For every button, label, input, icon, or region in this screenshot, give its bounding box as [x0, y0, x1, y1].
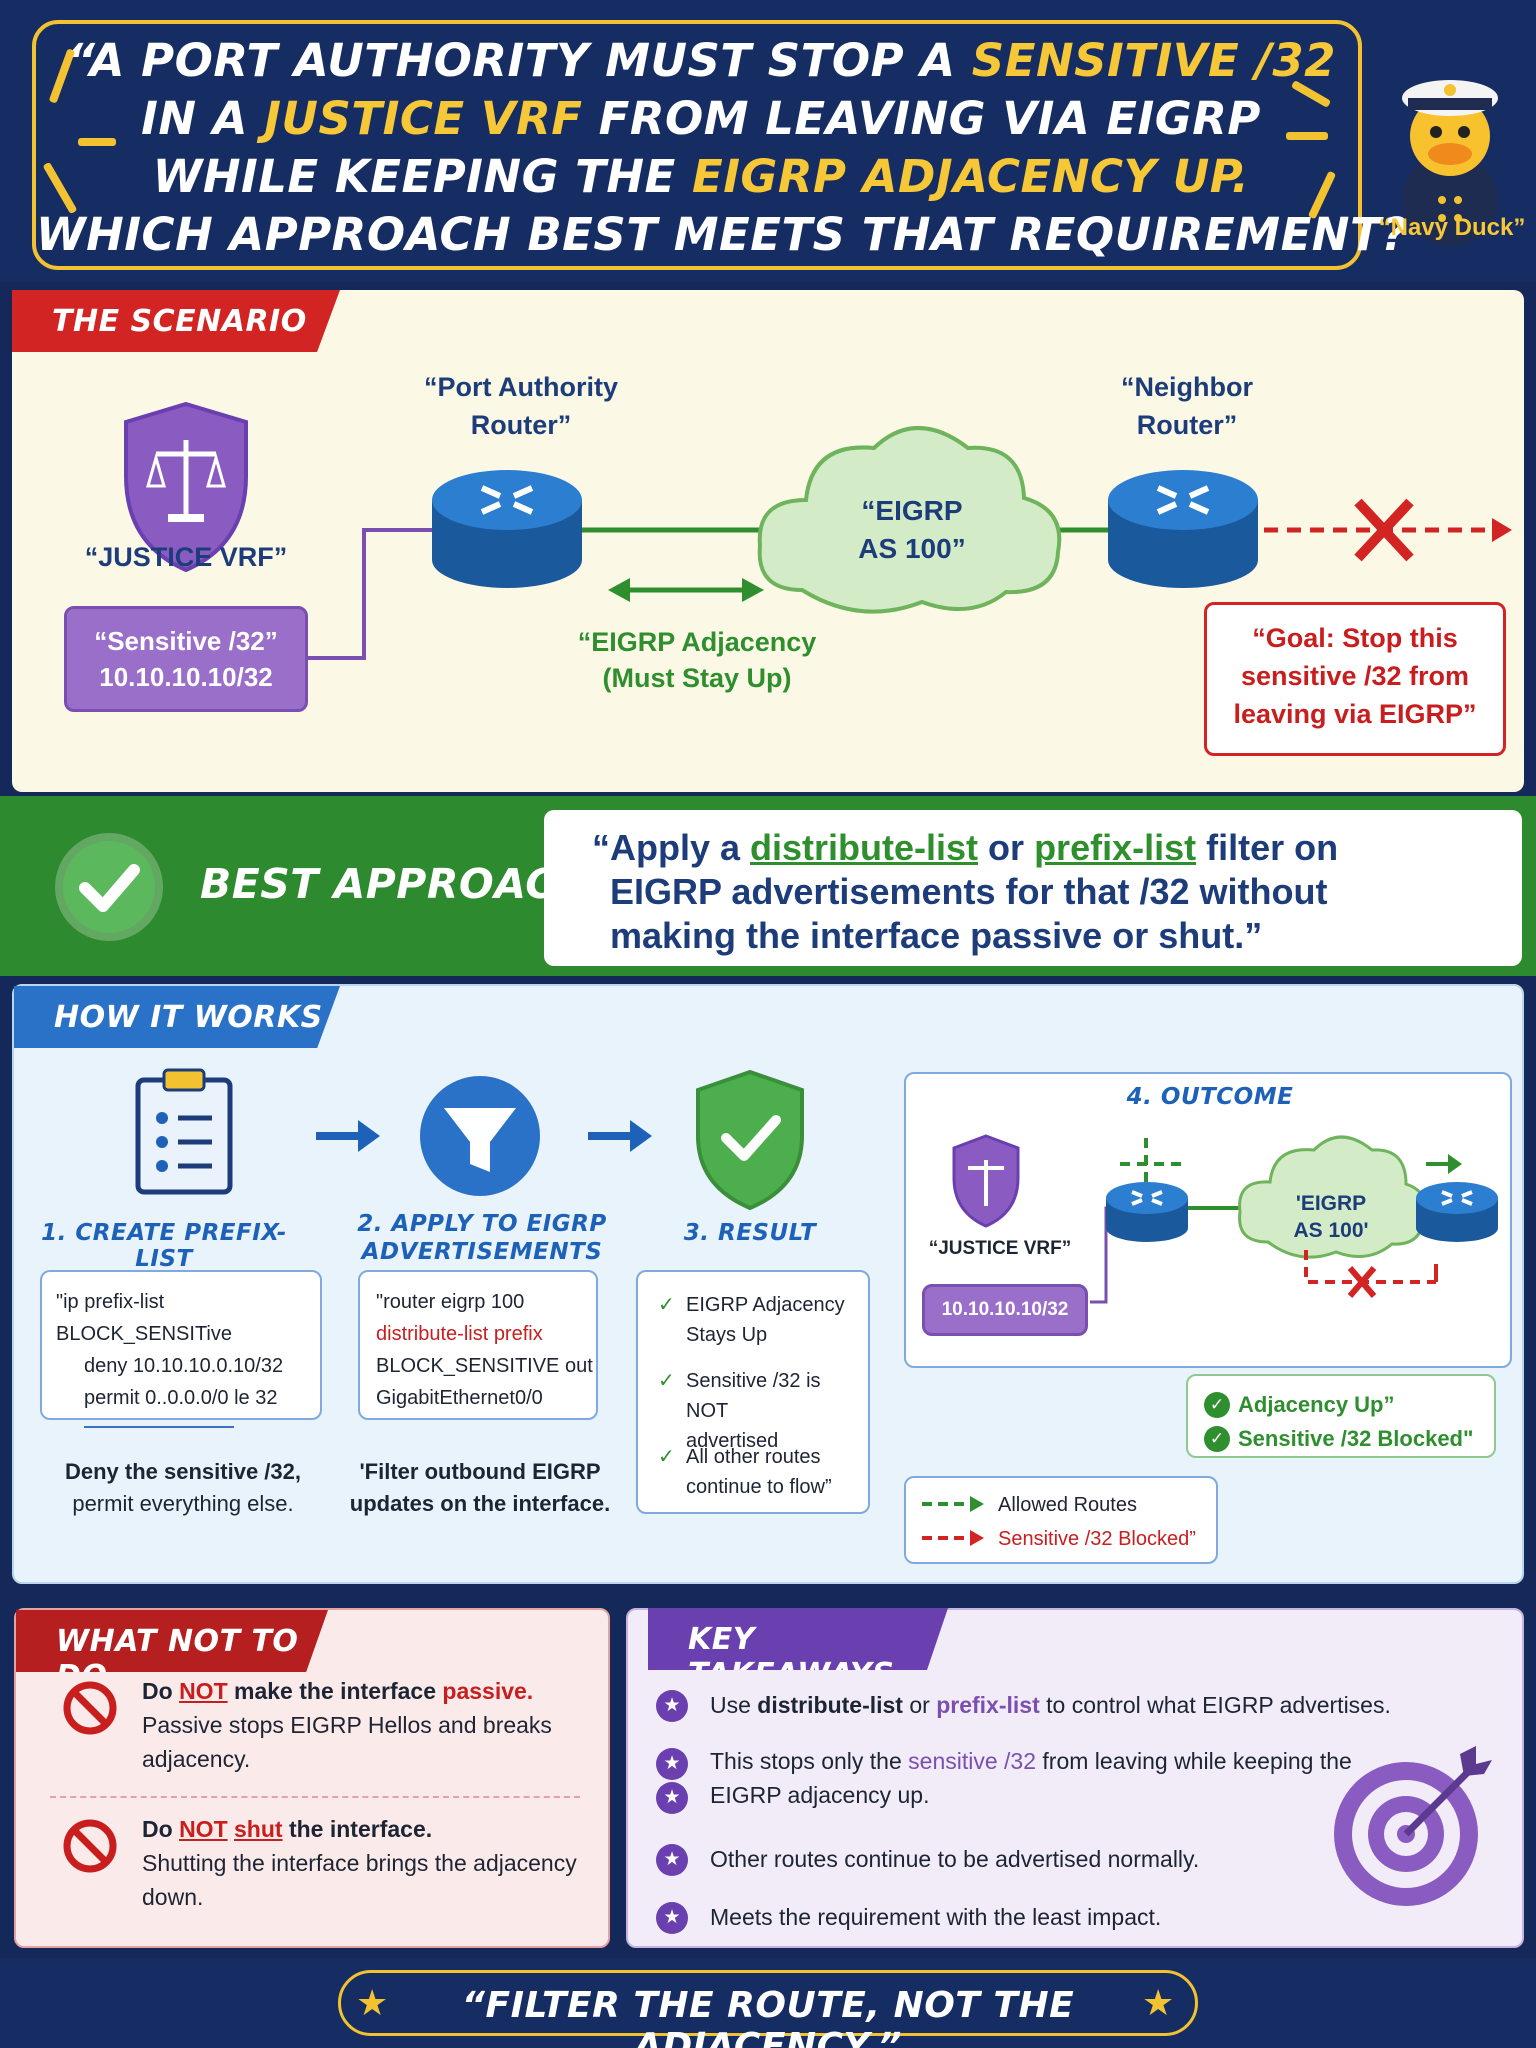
motto: “FILTER THE ROUTE, NOT THE ADJACENCY.” — [338, 1970, 1198, 2048]
step1-code-card: "ip prefix-list BLOCK_SENSITive deny 10.… — [40, 1270, 322, 1428]
step1-caption: Deny the sensitive /32, permit everythin… — [65, 1459, 301, 1516]
sensitive-route-box: “Sensitive /32” 10.10.10.10/32 — [64, 606, 308, 712]
neighbor-router-label: “Neighbor Router” — [1121, 372, 1253, 440]
clipboard-icon — [135, 1068, 233, 1195]
justice-shield-icon — [952, 1134, 1020, 1228]
router-icon — [1106, 1182, 1188, 1242]
eigrp-cloud-icon — [1238, 1135, 1427, 1259]
blocked-x-icon — [1347, 1266, 1377, 1298]
question-line-3: WHILE KEEPING THE EIGRP ADJACENCY UP. — [152, 150, 1250, 203]
what-not-to-do-panel: WHAT NOT TO DO Do NOT make the interface… — [14, 1608, 610, 1948]
step2-caption: 'Filter outbound EIGRP updates on the in… — [349, 1459, 611, 1516]
what-not-to-do-tab: WHAT NOT TO DO — [16, 1610, 328, 1672]
arrow-right-icon — [588, 1120, 652, 1152]
star-icon: ★ — [656, 1844, 688, 1876]
check-circle-icon: ✓ — [1204, 1392, 1230, 1418]
spark-icon — [1286, 132, 1328, 140]
legend-allowed-arrow-icon — [970, 1496, 984, 1512]
step1-title: 1. CREATE PREFIX-LIST — [41, 1220, 287, 1272]
neighbor-router-icon — [1108, 470, 1258, 588]
star-icon: ★ — [656, 1690, 688, 1722]
star-icon: ★ — [1142, 1982, 1175, 2023]
scenario-tab: THE SCENARIO — [12, 290, 340, 352]
status-sensitive-blocked: ✓Sensitive /32 Blocked" — [1204, 1422, 1494, 1456]
prohibited-icon — [63, 1819, 117, 1873]
legend: Allowed Routes Sensitive /32 Blocked” — [904, 1476, 1218, 1564]
best-approach-text: “Apply a distribute-list or prefix-list … — [544, 810, 1522, 966]
outcome-card: 4. OUTCOME — [904, 1072, 1512, 1368]
legend-blocked: Sensitive /32 Blocked” — [998, 1528, 1196, 1550]
not-shut-item: Do NOT shut the interface. Shutting the … — [142, 1816, 577, 1910]
how-it-works-tab: HOW IT WORKS — [14, 986, 340, 1048]
blocked-x-icon — [1354, 498, 1414, 562]
divider — [50, 1796, 580, 1798]
justice-vrf-label: “JUSTICE VRF” — [84, 542, 288, 572]
takeaway-3: Other routes continue to be advertised n… — [710, 1846, 1200, 1872]
outcome-title: 4. OUTCOME — [1126, 1084, 1294, 1110]
not-passive-item: Do NOT make the interface passive. Passi… — [142, 1678, 552, 1772]
legend-blocked-arrow-icon — [970, 1530, 984, 1546]
prefix-list-term: prefix-list — [1034, 827, 1197, 868]
key-takeaways-panel: KEY TAKEAWAYS ★ Use distribute-list or p… — [626, 1608, 1524, 1948]
takeaway-1: Use distribute-list or prefix-list to co… — [710, 1692, 1391, 1718]
status-adjacency-up: ✓Adjacency Up” — [1204, 1388, 1494, 1422]
navy-duck-mascot-icon — [1402, 80, 1498, 246]
spark-icon — [78, 138, 116, 146]
legend-allowed: Allowed Routes — [998, 1494, 1137, 1516]
filter-funnel-icon — [420, 1076, 540, 1196]
how-it-works-icons — [135, 1068, 804, 1211]
takeaway-2: This stops only the sensitive /32 from l… — [710, 1748, 1352, 1808]
step2-title: 2. APPLY TO EIGRP ADVERTISEMENTS — [357, 1211, 607, 1265]
port-authority-router-label: “Port Authority Router” — [424, 372, 618, 440]
distribute-list-term: distribute-list — [750, 827, 979, 868]
scenario-panel: THE SCENARIO — [12, 290, 1524, 792]
port-authority-router-icon — [432, 470, 582, 588]
vrf-link — [304, 528, 432, 660]
adjacency-label: “EIGRP Adjacency (Must Stay Up) — [577, 627, 817, 693]
question-line-4: WHICH APPROACH BEST MEETS THAT REQUIREME… — [36, 208, 1408, 261]
step2-code-card: "router eigrp 100 distribute-list prefix… — [358, 1270, 598, 1420]
takeaway-4: Meets the requirement with the least imp… — [710, 1904, 1162, 1930]
star-icon: ★ — [656, 1902, 688, 1934]
justice-shield-icon — [124, 401, 248, 573]
duck-label: “Navy Duck” — [1378, 214, 1526, 241]
outcome-ip-box: 10.10.10.10/32 — [922, 1284, 1088, 1336]
question-line-2: IN A JUSTICE VRF FROM LEAVING VIA EIGRP — [141, 92, 1261, 145]
outcome-cloud-label: 'EIGRP AS 100' — [1293, 1192, 1369, 1242]
target-icon — [1334, 1746, 1492, 1906]
question-box: “A PORT AUTHORITY MUST STOP A SENSITIVE … — [32, 20, 1407, 270]
shield-check-icon — [696, 1069, 804, 1211]
goal-box: “Goal: Stop this sensitive /32 from leav… — [1204, 602, 1506, 756]
star-icon: ★ — [656, 1748, 688, 1780]
scenario-diagram — [124, 401, 1512, 660]
check-circle-icon: ✓ — [1204, 1426, 1230, 1452]
check-circle-icon — [55, 833, 163, 941]
eigrp-cloud-icon — [757, 426, 1062, 614]
star-icon: ★ — [656, 1782, 688, 1814]
key-takeaways-tab: KEY TAKEAWAYS — [648, 1608, 948, 1670]
step3-title: 3. RESULT — [683, 1220, 817, 1246]
how-it-works-panel: HOW IT WORKS 1. CREATE PREFIX-LIST "ip p… — [12, 984, 1524, 1584]
header-banner — [0, 0, 1536, 282]
router-icon — [1416, 1182, 1498, 1242]
arrow-right-icon — [316, 1120, 380, 1152]
outcome-diagram — [952, 1134, 1498, 1304]
eigrp-cloud-label: “EIGRP AS 100” — [858, 495, 966, 564]
sensitive-route-ip: 10.10.10.10/32 — [99, 662, 273, 692]
outcome-status-box: ✓Adjacency Up” ✓Sensitive /32 Blocked" — [1186, 1374, 1496, 1458]
sensitive-route-label: “Sensitive /32” — [94, 626, 278, 656]
question-line-1: “A PORT AUTHORITY MUST STOP A SENSITIVE … — [66, 34, 1336, 87]
prohibited-icon — [63, 1681, 117, 1735]
best-approach-label: BEST APPROACH — [200, 860, 591, 908]
outcome-vrf-label: “JUSTICE VRF” — [928, 1238, 1072, 1259]
star-icon: ★ — [356, 1982, 389, 2023]
